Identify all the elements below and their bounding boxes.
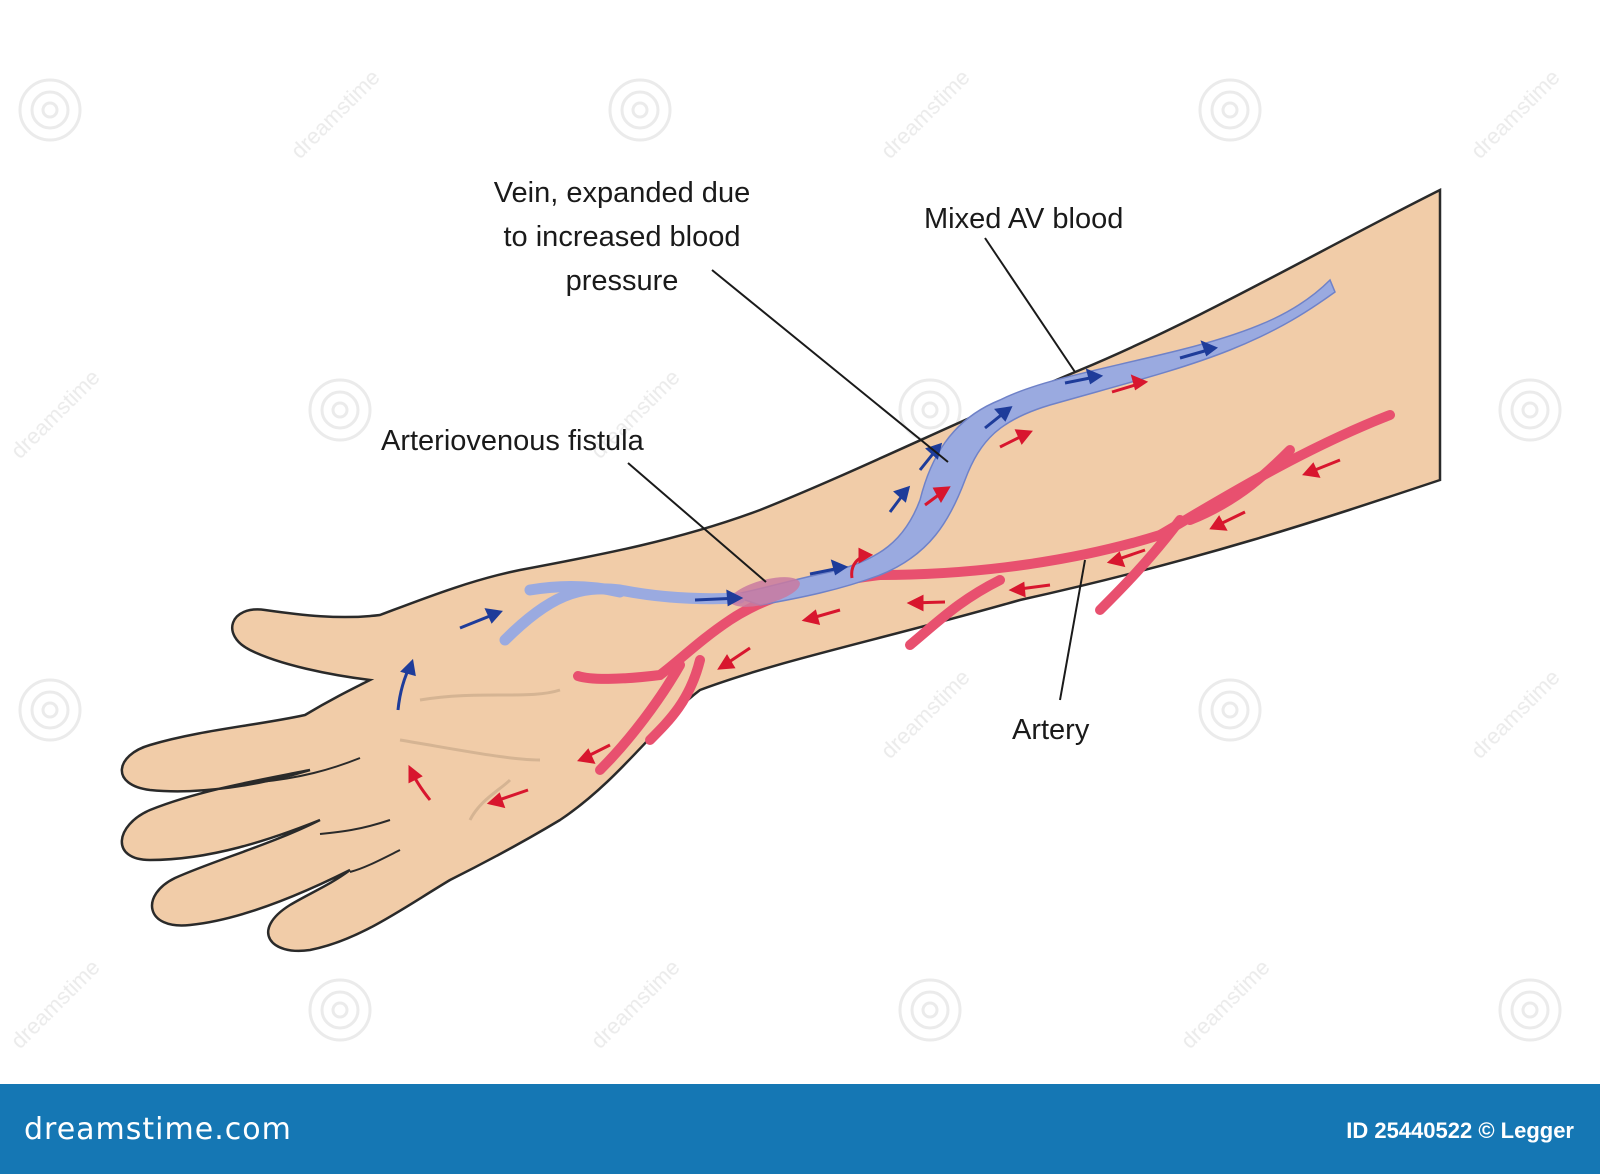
blue-flow-arrow: [459, 608, 503, 630]
artery-branch: [1185, 445, 1295, 525]
mixed-leader-line: [984, 237, 1076, 373]
spiral-logo-icon: [18, 678, 82, 742]
watermark-text: dreamstime: [1466, 65, 1565, 164]
vein-label-line-2: to increased blood: [504, 221, 741, 253]
labels: Vein, expanded due to increased blood pr…: [381, 177, 1123, 746]
spiral-logo-icon: [1498, 378, 1562, 442]
red-flow-arrow: [577, 743, 611, 764]
fistula-label: Arteriovenous fistula: [381, 425, 645, 457]
blue-flow-arrow: [694, 589, 744, 607]
artery-branch: [1095, 515, 1185, 615]
blue-flow-arrow: [888, 485, 911, 513]
blue-flow-arrow: [396, 658, 416, 711]
watermark-text: dreamstime: [1176, 955, 1275, 1054]
watermark-text: dreamstime: [876, 65, 975, 164]
blue-flow-arrow: [809, 559, 849, 576]
leader-lines: [627, 237, 1086, 701]
blue-flow-arrow: [1064, 368, 1104, 385]
palm-crease: [419, 688, 561, 702]
artery-leader-line: [1059, 559, 1086, 701]
finger-line: [319, 819, 391, 835]
red-flow-arrow: [1106, 548, 1146, 568]
artery-branch: [595, 660, 685, 775]
fistula-junction: [730, 577, 800, 607]
vein-leader-line: [711, 269, 949, 463]
watermark-text: dreamstime: [876, 665, 975, 764]
spiral-logo-icon: [1198, 678, 1262, 742]
red-flow-arrow: [486, 788, 529, 809]
spiral-logo-icon: [1198, 78, 1262, 142]
spiral-logo-icon: [308, 378, 372, 442]
spiral-logo-icon: [18, 78, 82, 142]
watermark-text: dreamstime: [6, 955, 105, 1054]
watermark-text: dreamstime: [1466, 665, 1565, 764]
blue-flow-arrow: [984, 406, 1013, 430]
vein-branch: [524, 581, 626, 598]
palm-crease: [399, 738, 541, 762]
blue-flow-arrow: [1179, 340, 1218, 360]
vein-label-line-1: Vein, expanded due: [494, 177, 750, 209]
watermark-text: dreamstime: [586, 955, 685, 1054]
fistula-leader-line: [627, 462, 767, 583]
finger-line: [349, 849, 401, 873]
finger-line: [259, 757, 361, 783]
footer-image-id: ID 25440522 © Legger: [1346, 1118, 1574, 1143]
red-flow-arrow: [408, 764, 432, 801]
arm-and-hand-outline: [120, 187, 1442, 953]
footer-bar: dreamstime.com ID 25440522 © Legger: [0, 1084, 1600, 1174]
red-flow-arrow: [1302, 458, 1341, 478]
red-flow-arrow: [906, 594, 946, 612]
red-flow-arrow: [924, 486, 951, 507]
palm-crease: [468, 778, 512, 821]
watermark-text: dreamstime: [286, 65, 385, 164]
artery-branch: [645, 655, 705, 745]
arm-illustration: [120, 187, 1442, 953]
footer-brand-text: dreamstime.com: [24, 1112, 292, 1147]
flow-arrows: [396, 340, 1341, 809]
red-flow-arrow: [1008, 581, 1051, 598]
spiral-logo-icon: [308, 978, 372, 1042]
vein-label-line-3: pressure: [566, 265, 679, 297]
red-flow-arrow: [801, 608, 841, 626]
red-flow-arrow: [1209, 510, 1246, 531]
red-flow-arrow: [850, 547, 874, 579]
spiral-logo-icon: [608, 78, 672, 142]
red-flow-arrow: [717, 646, 751, 670]
watermark-text: dreamstime: [6, 365, 105, 464]
mixed-av-blood-label: Mixed AV blood: [924, 203, 1123, 235]
artery-branch: [905, 575, 1005, 650]
spiral-logo-icon: [1498, 978, 1562, 1042]
spiral-logo-icon: [898, 978, 962, 1042]
red-flow-arrow: [999, 429, 1033, 449]
red-flow-arrow: [1111, 374, 1149, 394]
artery-label: Artery: [1012, 714, 1090, 746]
